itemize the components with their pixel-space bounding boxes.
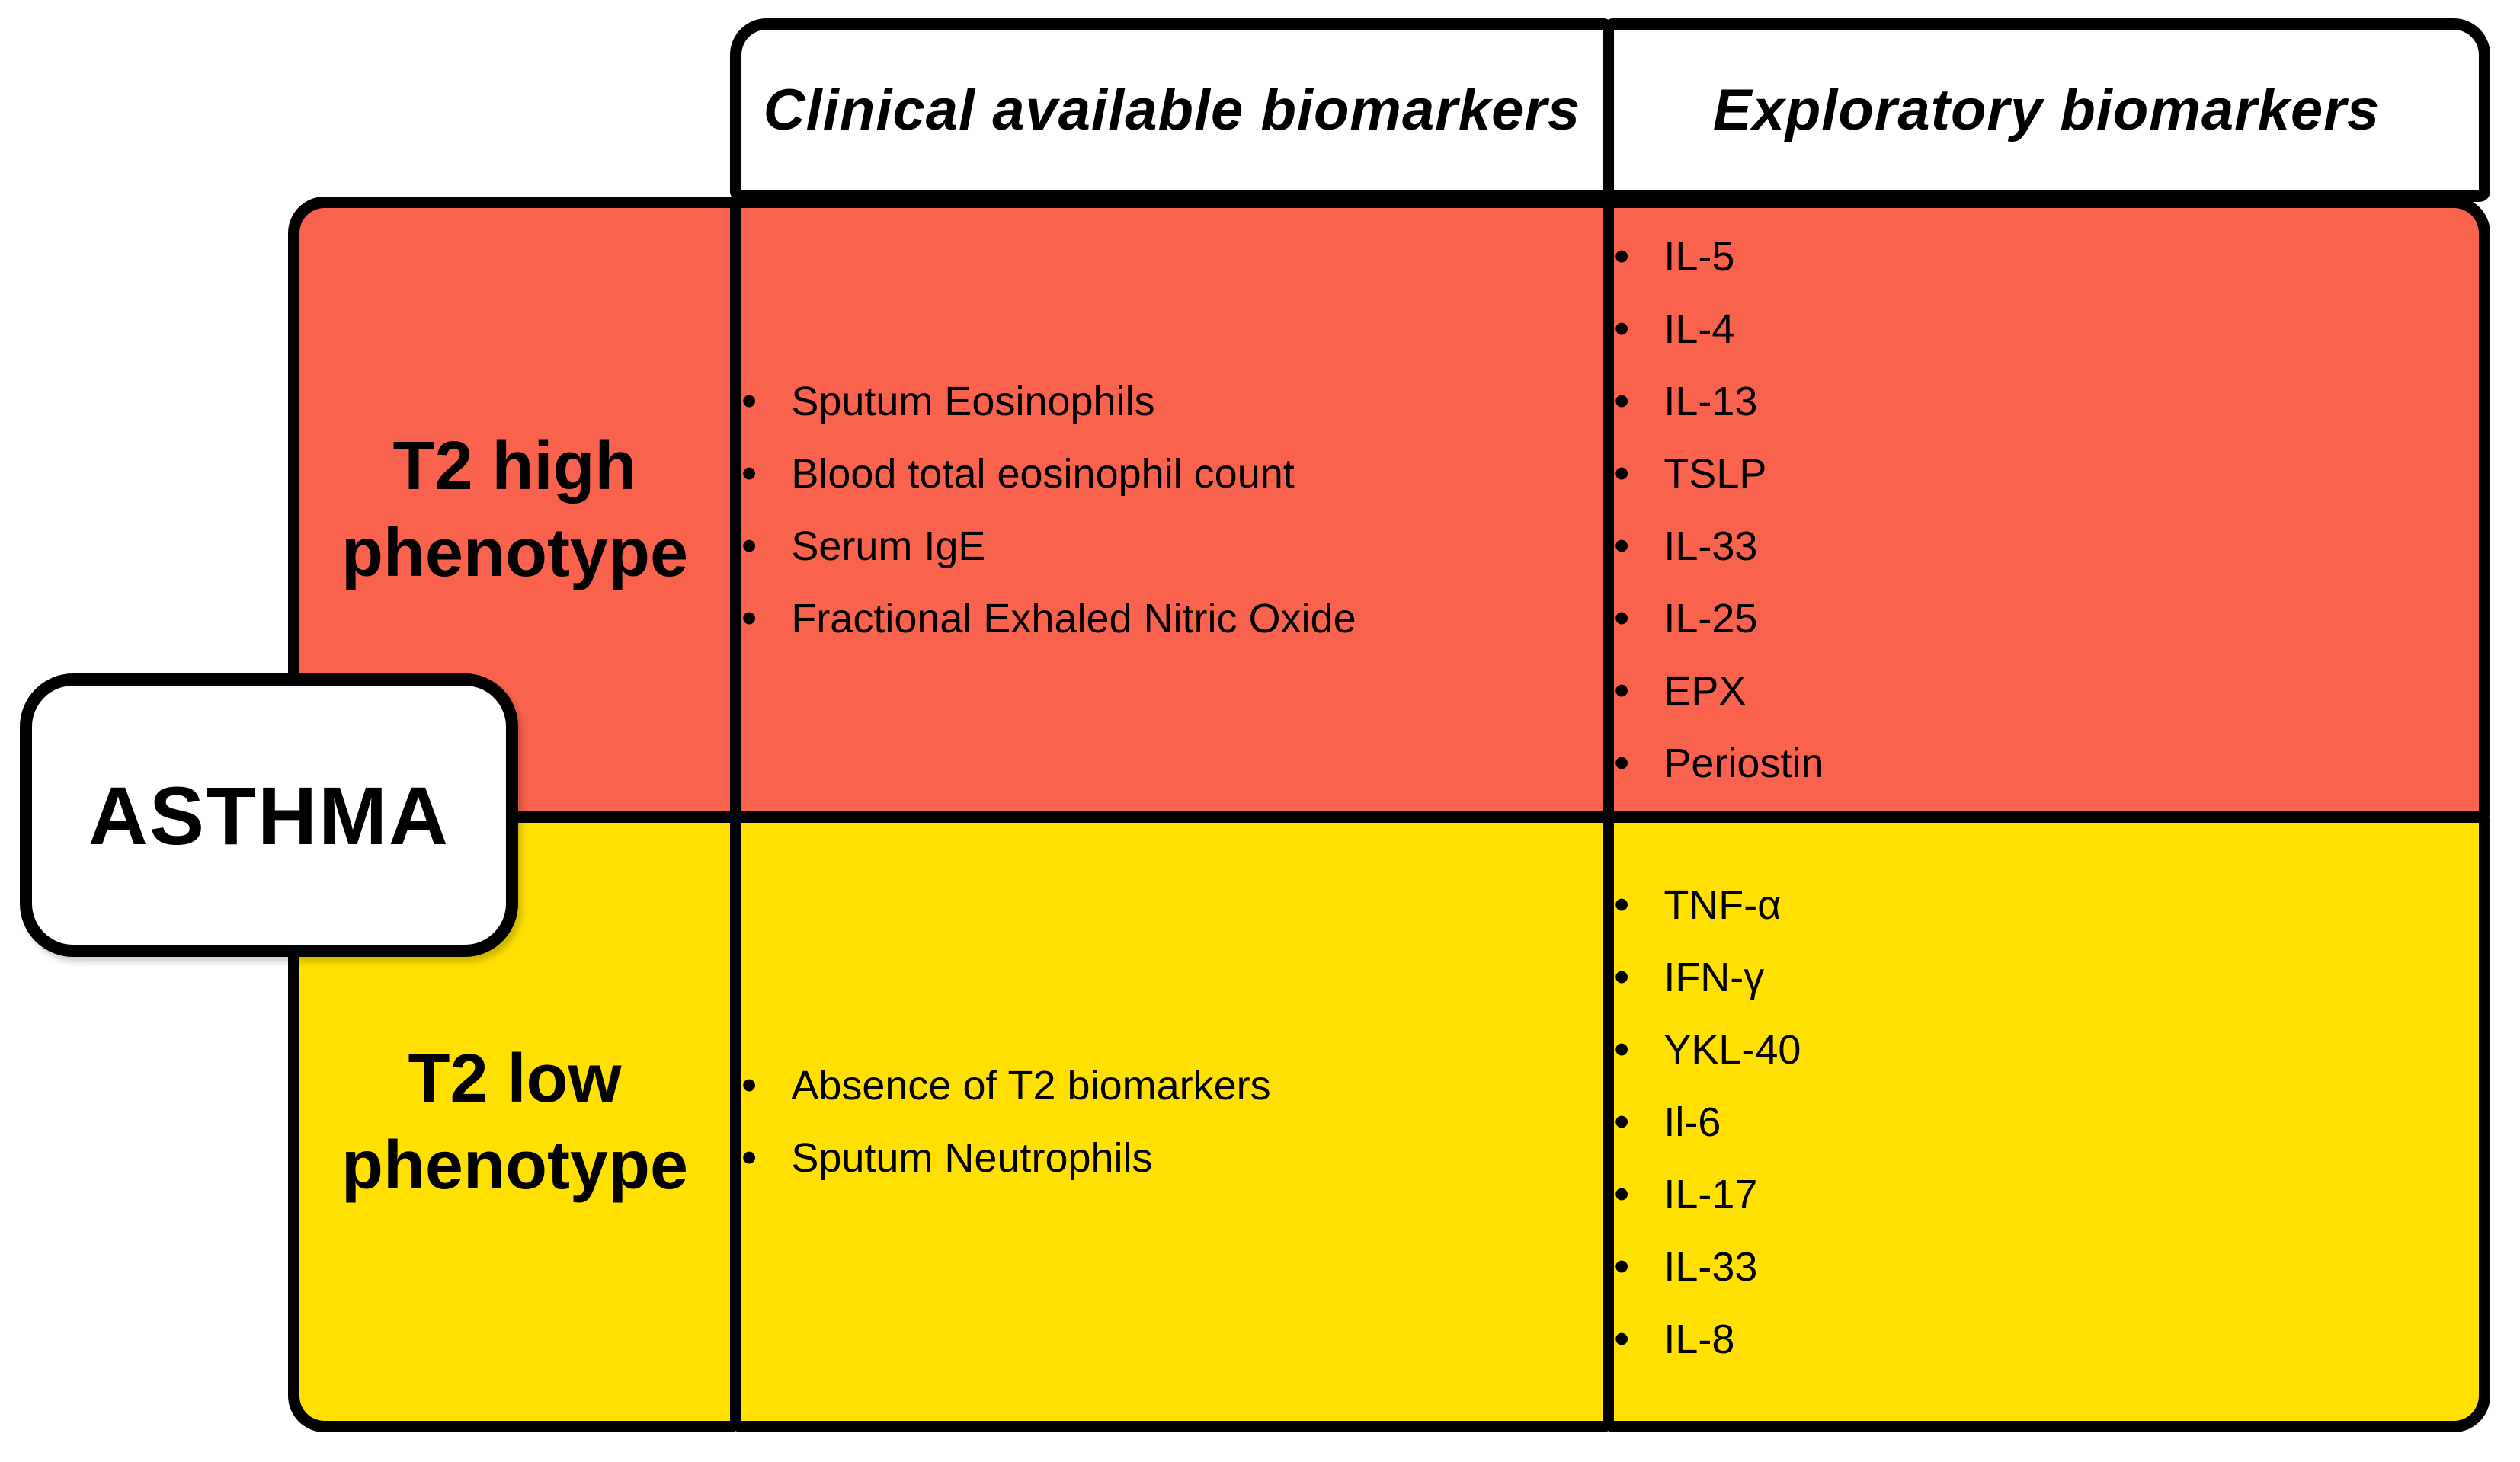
list-item: •YKL-40: [1614, 1024, 1801, 1074]
cell-t2-high-clinical: •Sputum Eosinophils •Blood total eosinoph…: [730, 197, 1614, 823]
list-item: •Fractional Exhaled Nitric Oxide: [741, 593, 1356, 643]
header-exploratory-biomarkers: Exploratory biomarkers: [1603, 18, 2490, 202]
t2-high-label-line2: phenotype: [341, 515, 688, 591]
list-item: •Periostin: [1614, 737, 1824, 788]
list-item: •IL-33: [1614, 520, 1758, 571]
cell-t2-low-clinical: •Absence of T2 biomarkers •Sputum Neutrop…: [730, 811, 1614, 1432]
t2-high-exploratory-list: •IL-5 •IL-4 •IL-13 •TSLP •IL-33 •IL-25 •EPX •Pe…: [1614, 208, 2479, 811]
list-item: •EPX: [1614, 665, 1747, 715]
list-item-text: Serum IgE: [791, 523, 986, 569]
list-item-text: Sputum Neutrophils: [791, 1135, 1153, 1181]
list-item: •IL-4: [1614, 303, 1735, 354]
list-item-text: Il-6: [1663, 1099, 1721, 1145]
list-item-text: TNF-α: [1663, 881, 1782, 928]
list-item-text: IFN-γ: [1663, 954, 1765, 1000]
list-item: •Absence of T2 biomarkers: [741, 1061, 1271, 1110]
t2-low-label-line1: T2 low: [408, 1040, 622, 1117]
cell-t2-high-exploratory: •IL-5 •IL-4 •IL-13 •TSLP •IL-33 •IL-25 •EPX •Pe…: [1603, 197, 2490, 823]
header-clinical-biomarkers: Clinical available biomarkers: [730, 18, 1614, 202]
list-item: •IL-33: [1614, 1241, 1758, 1291]
list-item-text: Fractional Exhaled Nitric Oxide: [791, 595, 1356, 641]
list-item-text: YKL-40: [1663, 1026, 1801, 1073]
list-item: •IL-25: [1614, 593, 1758, 643]
t2-high-label-line1: T2 high: [392, 428, 637, 504]
list-item: •IL-5: [1614, 231, 1735, 281]
list-item-text: IL-33: [1663, 523, 1758, 569]
list-item-text: IL-5: [1663, 233, 1735, 280]
list-item: •Il-6: [1614, 1096, 1721, 1147]
list-item: •TNF-α: [1614, 879, 1782, 929]
list-item-text: Absence of T2 biomarkers: [791, 1063, 1271, 1108]
list-item-text: Periostin: [1663, 740, 1824, 786]
list-item: •TSLP: [1614, 448, 1767, 498]
header-exploratory-label: Exploratory biomarkers: [1712, 78, 2381, 142]
asthma-badge: ASTHMA: [20, 673, 518, 957]
list-item: •Sputum Eosinophils: [741, 376, 1155, 426]
asthma-badge-label: ASTHMA: [88, 769, 450, 862]
list-item: •IL-8: [1614, 1313, 1735, 1364]
list-item-text: IL-25: [1663, 595, 1758, 641]
list-item: •IL-17: [1614, 1169, 1758, 1219]
t2-low-label-line2: phenotype: [341, 1127, 688, 1204]
list-item-text: Blood total eosinophil count: [791, 450, 1295, 497]
list-item-text: IL-17: [1663, 1171, 1758, 1217]
list-item-text: IL-33: [1663, 1243, 1758, 1290]
list-item-text: TSLP: [1663, 450, 1767, 497]
cell-t2-low-exploratory: •TNF-α •IFN-γ •YKL-40 •Il-6 •IL-17 •IL-33 •IL-…: [1603, 811, 2490, 1432]
list-item: •Serum IgE: [741, 520, 986, 571]
list-item: •Sputum Neutrophils: [741, 1133, 1153, 1182]
t2-high-clinical-list: •Sputum Eosinophils •Blood total eosinoph…: [741, 208, 1603, 811]
list-item-text: IL-13: [1663, 378, 1758, 424]
list-item-text: IL-8: [1663, 1316, 1735, 1362]
list-item: •IL-13: [1614, 376, 1758, 426]
t2-low-exploratory-list: •TNF-α •IFN-γ •YKL-40 •Il-6 •IL-17 •IL-33 •IL-…: [1614, 823, 2479, 1421]
list-item: •IFN-γ: [1614, 952, 1765, 1002]
header-clinical-label: Clinical available biomarkers: [763, 78, 1581, 142]
list-item-text: Sputum Eosinophils: [791, 378, 1155, 424]
list-item-text: IL-4: [1663, 306, 1735, 352]
list-item: •Blood total eosinophil count: [741, 448, 1295, 498]
t2-low-clinical-list: •Absence of T2 biomarkers •Sputum Neutrop…: [741, 823, 1603, 1421]
list-item-text: EPX: [1663, 667, 1747, 714]
